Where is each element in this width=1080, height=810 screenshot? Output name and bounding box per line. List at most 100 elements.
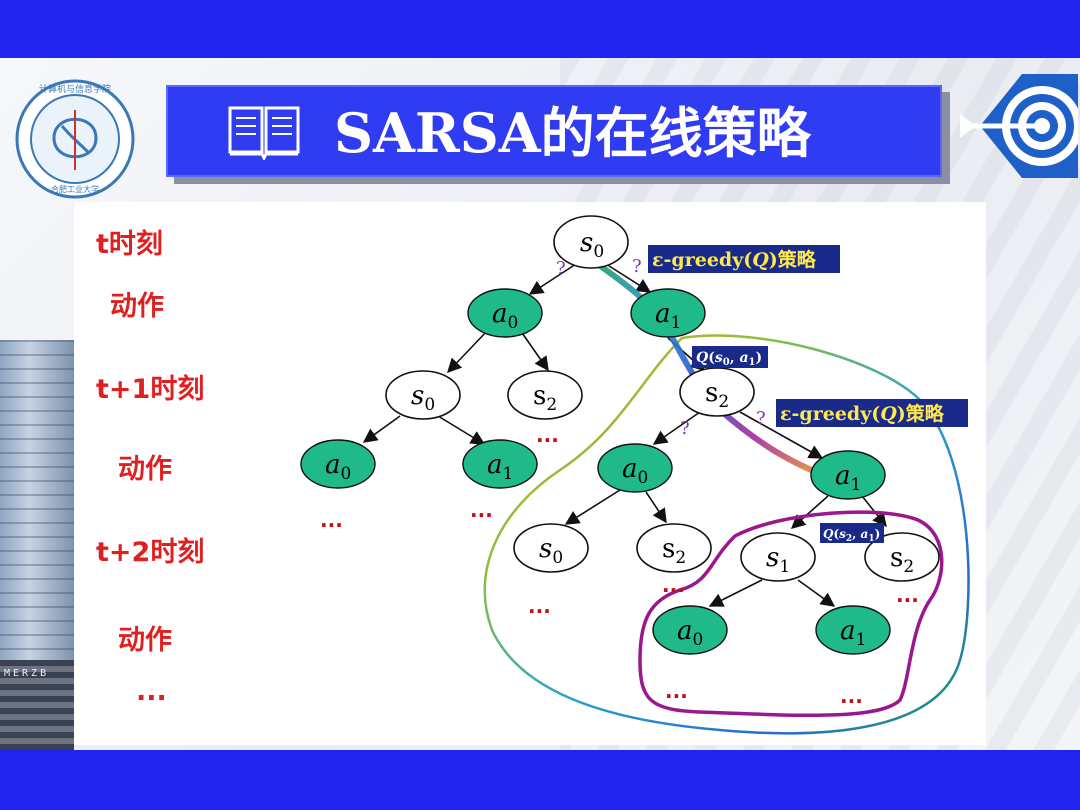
node-sub: 1	[779, 557, 790, 577]
node-label: s	[580, 228, 593, 258]
edge-s2-a0-l3	[652, 411, 701, 445]
svg-text:s0: s0	[580, 228, 604, 262]
node-label: a	[840, 616, 856, 646]
node-label: a	[325, 450, 341, 480]
node-label: s	[890, 543, 903, 573]
node-l1-a1: a1	[630, 288, 706, 338]
greedy-q: Q	[880, 403, 897, 425]
node-l2-s0: s0	[385, 370, 461, 420]
greedy-suffix: )策略	[769, 248, 817, 271]
edge-s1-a0-l5	[708, 579, 763, 607]
svg-text:s0: s0	[539, 534, 563, 568]
edge-s0-a1	[605, 263, 652, 293]
time-label-t1: t+1时刻	[96, 374, 205, 405]
ellipsis-l4-mid: ...	[662, 573, 685, 597]
node-label: s	[705, 378, 718, 408]
node-sub: 1	[856, 630, 867, 650]
edge-s0-a0	[528, 263, 577, 295]
svg-text:s1: s1	[766, 543, 790, 577]
building-base	[0, 660, 74, 750]
node-l4-s2-right: s2	[864, 532, 940, 582]
greedy-prefix: ε-greedy(	[652, 249, 752, 271]
action-label-2: 动作	[118, 454, 172, 485]
q-state-sub: 2	[846, 534, 852, 544]
svg-text:a0: a0	[677, 616, 703, 650]
svg-text:Q(s0, a1): Q(s0, a1)	[696, 350, 762, 368]
logo-text-top: 计算机与信息学院	[39, 83, 111, 95]
node-sub: 0	[341, 464, 352, 484]
ellipsis-l4-left: ...	[528, 594, 551, 618]
q-action-sub: 1	[868, 534, 874, 544]
greedy-q: Q	[752, 249, 769, 271]
svg-text:a0: a0	[492, 299, 518, 333]
edge-a0-s0-l4	[564, 489, 621, 525]
node-label: a	[655, 299, 671, 329]
edge-a0-s2	[519, 329, 549, 372]
svg-text:s2: s2	[890, 543, 914, 577]
node-sub: 2	[546, 395, 557, 415]
svg-text:s2: s2	[705, 378, 729, 412]
q-action: a	[739, 350, 748, 366]
node-sub: 2	[903, 557, 914, 577]
bottom-blue-band	[0, 750, 1080, 810]
edge-s0-a1-l3	[437, 415, 486, 445]
question-mark-3: ?	[680, 418, 690, 439]
time-label-more: ...	[136, 676, 167, 707]
node-l4-s0: s0	[513, 523, 589, 573]
node-sub: 0	[638, 468, 649, 488]
node-sub: 0	[552, 548, 563, 568]
title-box	[166, 85, 942, 177]
node-sub: 2	[675, 548, 686, 568]
node-label: a	[492, 299, 508, 329]
q-open: (	[708, 350, 715, 366]
question-mark-2: ?	[632, 256, 642, 277]
node-label: s	[411, 381, 424, 411]
q-open: (	[833, 527, 839, 541]
node-l5-a1: a1	[815, 605, 891, 655]
node-l1-a0: a0	[467, 288, 543, 338]
node-label: a	[487, 450, 503, 480]
logo-text-bottom: 合肥工业大学	[51, 184, 99, 194]
svg-text:ε-greedy(Q)策略: ε-greedy(Q)策略	[652, 248, 817, 271]
edge-a0-s2-l4	[645, 491, 667, 524]
svg-text:ε-greedy(Q)策略: ε-greedy(Q)策略	[780, 402, 945, 425]
target-arrow-icon	[960, 74, 1078, 178]
svg-text:s2: s2	[533, 381, 557, 415]
question-mark-1: ?	[556, 258, 566, 279]
greedy-tag-2: ε-greedy(Q)策略	[776, 399, 968, 427]
q-close: )	[755, 350, 762, 366]
node-label: s	[533, 381, 546, 411]
node-sub: 2	[718, 392, 729, 412]
edge-s1-a1-l5	[797, 579, 836, 607]
purple-highlight-box	[638, 510, 944, 718]
node-l4-s2-left: s2	[636, 523, 712, 573]
q-state-sub: 0	[723, 357, 730, 368]
edge-s2-a1-l3	[739, 411, 824, 459]
node-l2-s2-left: s2	[507, 370, 583, 420]
question-mark-4: ?	[756, 408, 766, 429]
node-l3-a1-left: a1	[462, 439, 538, 489]
node-sub: 0	[508, 313, 519, 333]
node-l5-a0: a0	[652, 605, 728, 655]
node-sub: 1	[503, 464, 514, 484]
school-logo-icon: 计算机与信息学院 合肥工业大学	[15, 79, 135, 199]
q-symbol: Q	[696, 350, 708, 366]
ellipsis-l5-left: ...	[665, 679, 688, 703]
node-sub: 1	[851, 475, 862, 495]
ellipsis-l5-right: ...	[840, 684, 863, 708]
svg-text:a1: a1	[835, 461, 861, 495]
svg-text:a1: a1	[487, 450, 513, 484]
q-tag-s2-a1: Q(s2, a1)	[820, 523, 884, 544]
time-label-t: t时刻	[96, 229, 163, 260]
node-sub: 1	[671, 313, 682, 333]
greedy-tag-1: ε-greedy(Q)策略	[648, 245, 840, 273]
node-l3-a0-right: a0	[597, 443, 673, 493]
page-title: SARSA的在线策略	[334, 101, 811, 165]
svg-text:a0: a0	[622, 454, 648, 488]
node-l4-s1: s1	[740, 532, 816, 582]
edge-s0-a0-l3	[362, 415, 401, 443]
svg-text:a0: a0	[325, 450, 351, 484]
node-l2-s2-right: s2	[679, 367, 755, 417]
ellipsis-l4-right: ...	[896, 583, 919, 607]
node-l3-a1-right: a1	[810, 450, 886, 500]
